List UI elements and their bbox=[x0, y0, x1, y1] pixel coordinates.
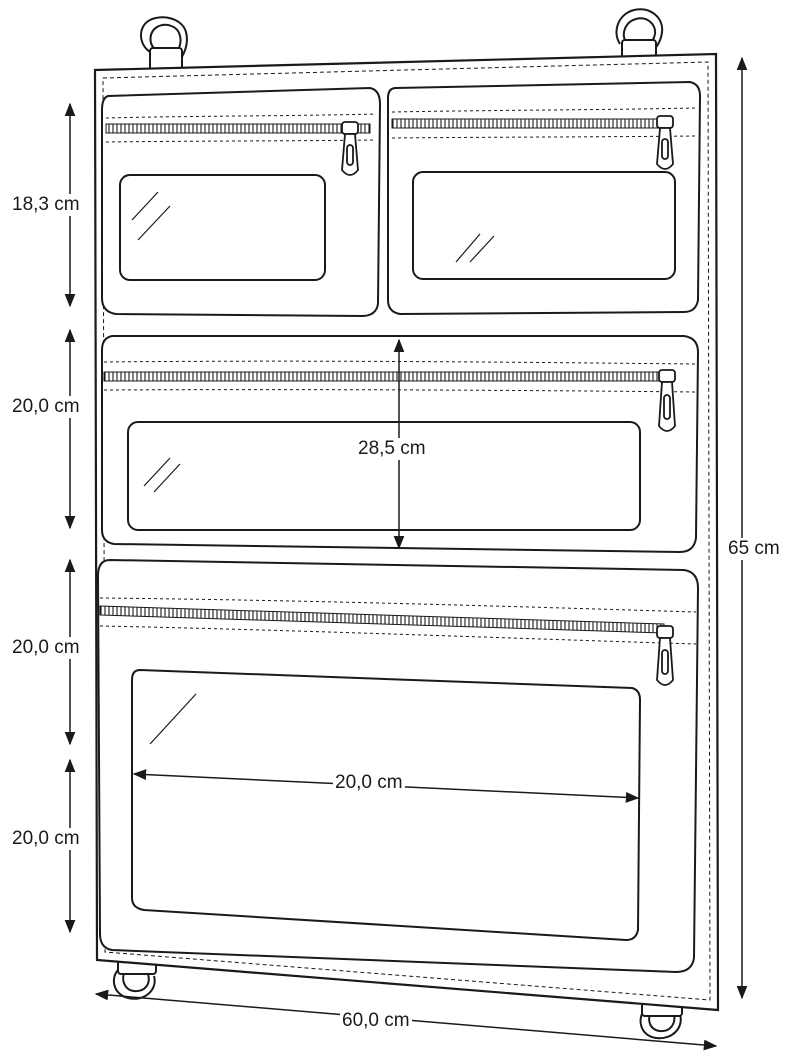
label-middle-width: 28,5 cm bbox=[356, 438, 428, 460]
label-large-upper-height: 20,0 cm bbox=[10, 637, 82, 659]
zipper-pull-icon bbox=[341, 121, 359, 176]
pocket-top-right bbox=[387, 80, 702, 316]
label-total-height: 65 cm bbox=[726, 538, 782, 560]
label-window-width: 20,0 cm bbox=[333, 772, 405, 794]
label-small-pocket-height: 18,3 cm bbox=[10, 194, 82, 216]
zipper-pull-icon bbox=[656, 115, 674, 170]
d-ring-icon bbox=[140, 16, 188, 71]
d-ring-icon bbox=[615, 8, 664, 63]
pocket-bottom bbox=[96, 558, 700, 974]
pocket-top-left bbox=[101, 86, 382, 318]
zipper-pull-icon bbox=[656, 625, 674, 686]
label-total-width: 60,0 cm bbox=[340, 1010, 412, 1032]
label-large-lower-height: 20,0 cm bbox=[10, 828, 82, 850]
zipper-pull-icon bbox=[658, 369, 676, 432]
label-middle-pocket-height: 20,0 cm bbox=[10, 396, 82, 418]
